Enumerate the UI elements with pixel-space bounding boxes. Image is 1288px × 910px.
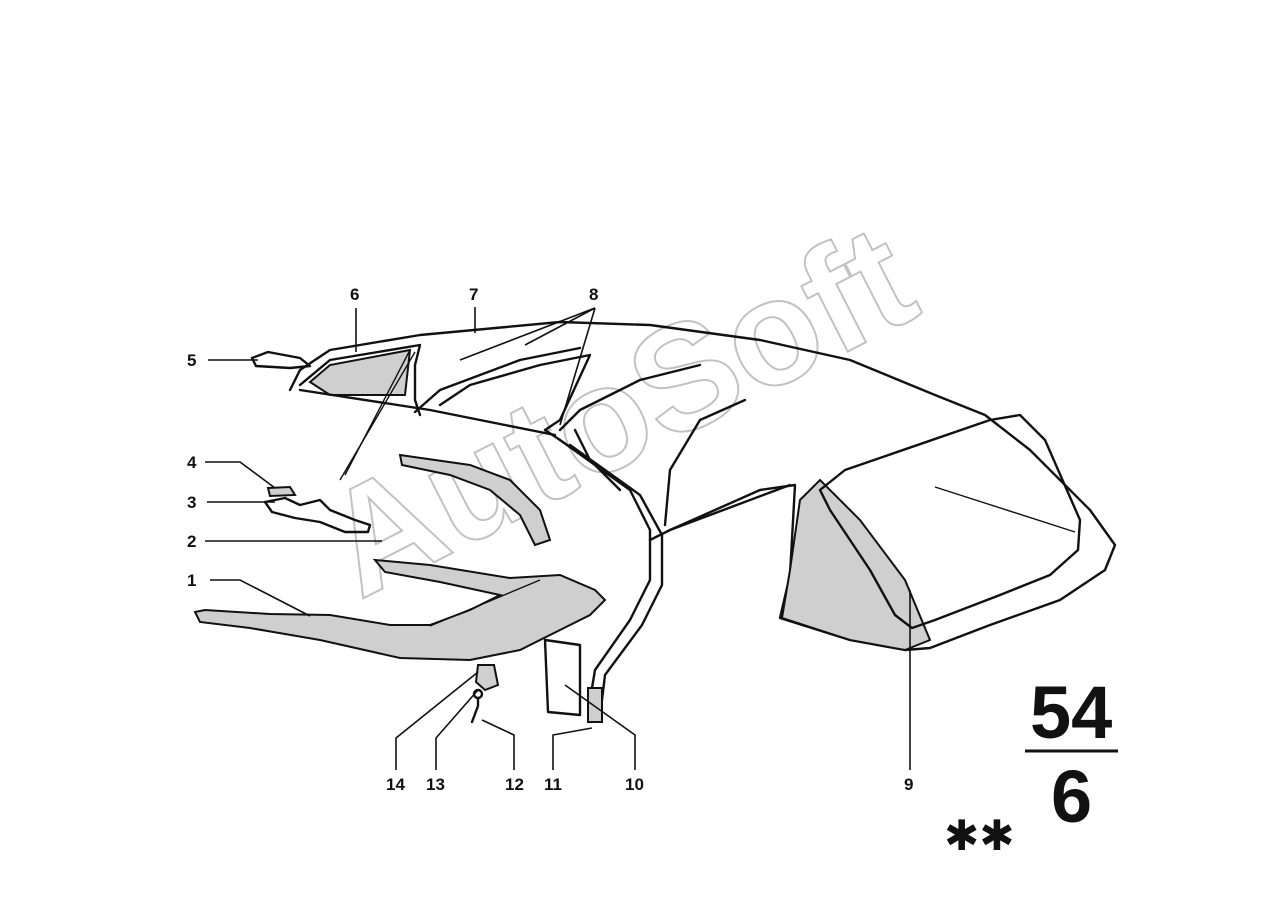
callout-1: 1: [187, 571, 196, 590]
curved-strip: [398, 453, 552, 547]
callout-14: 14: [386, 775, 405, 794]
small-brackets: [250, 350, 372, 534]
group-sub: 6: [1051, 755, 1092, 838]
callout-4: 4: [187, 453, 197, 472]
star-marker: ✱✱: [944, 811, 1014, 860]
callout-11: 11: [544, 775, 562, 794]
group-main: 54: [1030, 671, 1112, 754]
callout-labels: 1 2 3 4 5 6 7 8 9 10 11 12 13 14: [187, 285, 913, 794]
callout-8: 8: [589, 285, 598, 304]
trim-pieces: [193, 558, 607, 662]
callout-7: 7: [469, 285, 478, 304]
callout-12: 12: [505, 775, 524, 794]
callout-5: 5: [187, 351, 196, 370]
callout-3: 3: [187, 493, 196, 512]
callout-13: 13: [426, 775, 445, 794]
callout-6: 6: [350, 285, 359, 304]
front-frame: [298, 343, 592, 481]
callout-9: 9: [904, 775, 913, 794]
leader-lines: [205, 307, 911, 770]
side-brace: [543, 428, 664, 723]
group-number: 54 6: [1025, 671, 1118, 838]
callout-10: 10: [625, 775, 644, 794]
callout-2: 2: [187, 532, 196, 551]
